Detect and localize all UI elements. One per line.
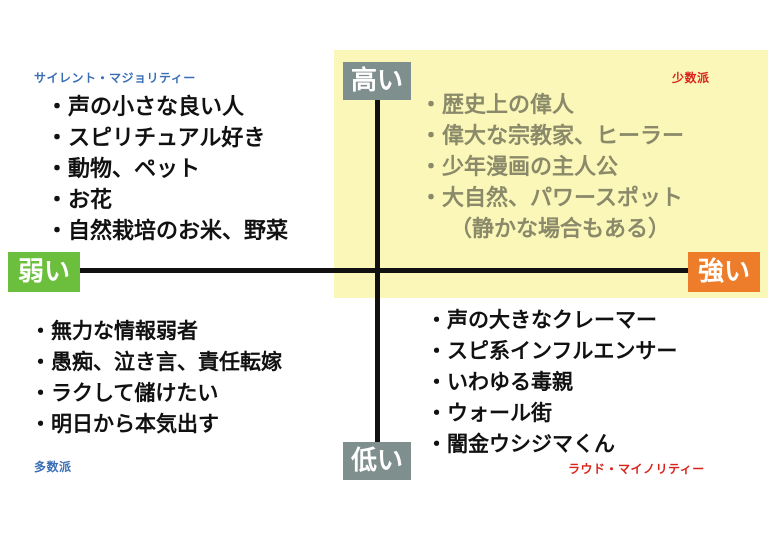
group-label-silent-majority: サイレント・マジョリティー bbox=[34, 71, 196, 85]
list-item: ・声の小さな良い人 bbox=[46, 95, 245, 120]
list-item: ・スピリチュアル好き bbox=[46, 126, 266, 151]
group-label-loud-minority: ラウド・マイノリティー bbox=[568, 462, 705, 476]
list-item: ・偉大な宗教家、ヒーラー bbox=[420, 124, 685, 149]
list-item: ・闇金ウシジマくん bbox=[426, 432, 615, 456]
label-strong: 強い bbox=[688, 252, 760, 292]
horizontal-axis bbox=[80, 268, 690, 273]
list-item-note: （静かな場合もある） bbox=[450, 217, 671, 242]
list-item: ・お花 bbox=[46, 188, 113, 213]
list-item: ・動物、ペット bbox=[46, 157, 201, 182]
quadrant-bottom-left-list: ・無力な情報弱者 ・愚痴、泣き言、責任転嫁 ・ラクして儲けたい ・明日から本気出… bbox=[30, 316, 282, 440]
list-item: ・明日から本気出す bbox=[30, 412, 219, 436]
group-label-minority: 少数派 bbox=[672, 71, 710, 85]
list-item: ・自然栽培のお米、野菜 bbox=[46, 219, 289, 244]
vertical-axis bbox=[375, 96, 380, 444]
quadrant-top-right-list: ・歴史上の偉人 ・偉大な宗教家、ヒーラー ・少年漫画の主人公 ・大自然、パワース… bbox=[420, 90, 684, 245]
quadrant-bottom-right-list: ・声の大きなクレーマー ・スピ系インフルエンサー ・いわゆる毒親 ・ウォール街 … bbox=[426, 305, 677, 460]
list-item: ・スピ系インフルエンサー bbox=[426, 339, 678, 363]
label-low: 低い bbox=[343, 442, 411, 480]
group-label-majority: 多数派 bbox=[34, 460, 72, 474]
list-item: ・愚痴、泣き言、責任転嫁 bbox=[30, 350, 282, 374]
list-item: ・歴史上の偉人 bbox=[420, 93, 575, 118]
list-item: ・ラクして儲けたい bbox=[30, 381, 219, 405]
list-item: ・声の大きなクレーマー bbox=[426, 308, 657, 332]
quadrant-top-left-list: ・声の小さな良い人 ・スピリチュアル好き ・動物、ペット ・お花 ・自然栽培のお… bbox=[46, 92, 288, 247]
list-item: ・ウォール街 bbox=[426, 401, 552, 425]
label-weak: 弱い bbox=[8, 252, 80, 292]
list-item: ・大自然、パワースポット bbox=[420, 186, 683, 211]
list-item: ・無力な情報弱者 bbox=[30, 319, 198, 343]
list-item: ・いわゆる毒親 bbox=[426, 370, 573, 394]
label-high: 高い bbox=[343, 62, 411, 100]
list-item: ・少年漫画の主人公 bbox=[420, 155, 619, 180]
